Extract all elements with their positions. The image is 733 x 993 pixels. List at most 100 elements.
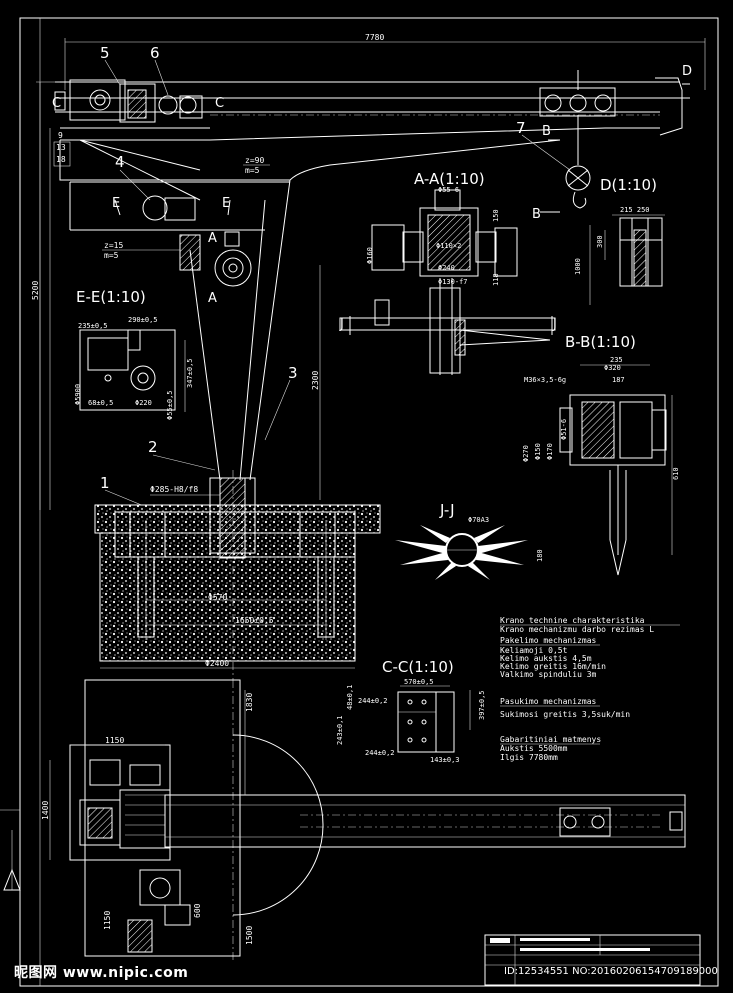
ee-dim-b2: Φ220	[135, 399, 152, 407]
dim-overall-length: 7780	[365, 33, 384, 42]
dd-dim-height: 1000	[574, 258, 582, 275]
section-mark-b-top: B	[542, 124, 551, 139]
dim-column-height: 2300	[311, 371, 320, 390]
callout-4: 4	[115, 153, 125, 171]
cc-dim-v1: 48±0,1	[346, 685, 354, 710]
cc-dim-v2: 243±0,1	[336, 715, 344, 745]
crane-elevation-view: 7780 D	[31, 33, 706, 680]
section-mark-b-bot: B	[532, 207, 541, 222]
spec-line-6: Valkimo spinduliu 3m	[500, 670, 597, 679]
bb-dim-right: 610	[672, 467, 680, 480]
section-mark-j-left: J	[339, 317, 344, 332]
dim-foundation-dia: Φ2400	[205, 659, 229, 668]
jj-dim-h: 180	[536, 549, 544, 562]
ee-dim-w1: 235±0,5	[78, 322, 108, 330]
dim-foundation-inner: Φ570	[208, 593, 227, 602]
aa-dim-left: Φ160	[366, 247, 374, 264]
spec-line-8: Sukimosi greitis 3,5suk/min	[500, 710, 630, 719]
section-jj-view: J-J Φ70A3 180	[395, 501, 544, 580]
view-title-jj: J-J	[439, 501, 455, 519]
section-aa-view: A-A(1:10) Φ55-6 Φ110×2 Φ240 Φ130-f7 150 …	[339, 170, 557, 375]
plan-dim-600: 600	[193, 903, 202, 918]
crane-specification-block: Krano technine charakteristika Krano mec…	[500, 616, 680, 762]
bb-dim-d4: Φ270	[522, 445, 530, 462]
dim-left-18: 18	[56, 155, 66, 164]
spec-line-3: Keliamoji 0,5t	[500, 646, 568, 655]
ee-dim-w2: 290±0,5	[128, 316, 158, 324]
cc-dim-a: 244±0,2	[358, 697, 388, 705]
dd-dim-top: 215 250	[620, 206, 650, 214]
spec-line-0: Krano technine charakteristika	[500, 616, 645, 625]
spec-line-7: Pasukimo mechanizmas	[500, 697, 597, 706]
view-title-ee: E-E(1:10)	[76, 288, 146, 306]
crane-plan-view: 1150 1400 1830 1150 600 1500	[3, 679, 686, 960]
spec-line-4: Kelimo aukstis 4,5m	[500, 654, 592, 663]
dim-total-height: 5200	[31, 281, 40, 300]
watermark-id: ID:12534551 NO:20160206154709189000	[504, 966, 718, 977]
dim-foundation-bolt: 1650±0,5	[235, 616, 274, 625]
ee-dim-v2: Φ55±0,5	[166, 390, 174, 420]
dim-left-13: 13	[56, 143, 66, 152]
aa-dim-top: Φ55-6	[438, 186, 459, 194]
section-mark-e-right: E	[222, 196, 230, 211]
section-mark-c-right: C	[215, 96, 224, 111]
aa-dim-side1: 150	[492, 209, 500, 222]
bb-dim-d3: Φ51-6	[560, 419, 568, 440]
plan-dim-1150b: 1150	[103, 911, 112, 930]
section-mark-a-bot: A	[208, 291, 217, 306]
view-title-dd: D(1:10)	[600, 176, 657, 194]
jj-dim-d: Φ70A3	[468, 516, 489, 524]
spec-line-2: Pakelimo mechanizmas	[500, 636, 597, 645]
callout-2: 2	[148, 438, 158, 456]
bb-dim-screw: M36×3,5-6g	[524, 376, 566, 384]
dd-dim-side: 300	[596, 235, 604, 248]
callout-3: 3	[288, 364, 298, 382]
watermark-site: 昵图网 www.nipic.com	[14, 965, 189, 981]
detail-d-view: D(1:10) 215 250 300 1000	[574, 176, 665, 305]
bb-dim-d1: Φ150	[534, 443, 542, 460]
section-mark-a-top: A	[208, 231, 217, 246]
spec-line-10: Aukstis 5500mm	[500, 744, 568, 753]
spec-line-5: Kelimo greitis 16m/min	[500, 662, 606, 671]
aa-dim-side2: 118	[492, 273, 500, 286]
ee-dim-v1: Φ5900	[74, 384, 82, 405]
aa-dim-bot: Φ130-f7	[438, 278, 468, 286]
callout-7: 7	[516, 119, 526, 137]
callout-1: 1	[100, 474, 110, 492]
gear-z15: z=15	[104, 241, 123, 250]
bb-dim-d2: Φ170	[546, 443, 554, 460]
gear-z90: z=90	[245, 156, 264, 165]
ee-dim-b1: 68±0,5	[88, 399, 113, 407]
section-bb-view: B-B(1:10) 235 Φ320 M36×3,5-6g 187 Φ150 Φ…	[522, 333, 680, 576]
view-title-aa: A-A(1:10)	[414, 170, 485, 188]
callout-6: 6	[150, 44, 160, 62]
title-block	[484, 934, 701, 986]
view-title-bb: B-B(1:10)	[565, 333, 636, 351]
callout-5: 5	[100, 44, 110, 62]
plan-dim-1500: 1500	[245, 926, 254, 945]
plan-dim-1830: 1830	[245, 693, 254, 712]
section-mark-e-left: E	[112, 196, 120, 211]
section-mark-j-right: J	[552, 317, 557, 332]
cc-dim-top: 570±0,5	[404, 678, 434, 686]
view-title-cc: C-C(1:10)	[382, 658, 454, 676]
section-mark-d: D	[682, 64, 692, 79]
aa-dim-mid2: Φ240	[438, 264, 455, 272]
cc-dim-c: 143±0,3	[430, 756, 460, 764]
bb-dim-top1: 235	[610, 356, 623, 364]
bb-dim-mid: 187	[612, 376, 625, 384]
plan-dim-1150a: 1150	[105, 736, 124, 745]
spec-line-9: Gabaritiniai matmenys	[500, 735, 601, 744]
section-cc-view: C-C(1:10) 570±0,5 244±0,2 244±0,2 143±0,…	[336, 658, 486, 764]
aa-dim-mid1: Φ110×2	[436, 242, 461, 250]
bb-dim-top2: Φ320	[604, 364, 621, 372]
gear-m5-bot: m=5	[104, 251, 119, 260]
cc-dim-b: 244±0,2	[365, 749, 395, 757]
section-mark-c-left: C	[52, 96, 61, 111]
spec-line-11: Ilgis 7780mm	[500, 753, 558, 762]
dim-left-9: 9	[58, 131, 63, 140]
section-ee-view: E-E(1:10) 235±0,5 290±0,5 347±0,5 68±0,5…	[74, 288, 194, 420]
gear-m5-top: m=5	[245, 166, 260, 175]
dim-column-fit: Φ285-H8/f8	[150, 485, 198, 494]
